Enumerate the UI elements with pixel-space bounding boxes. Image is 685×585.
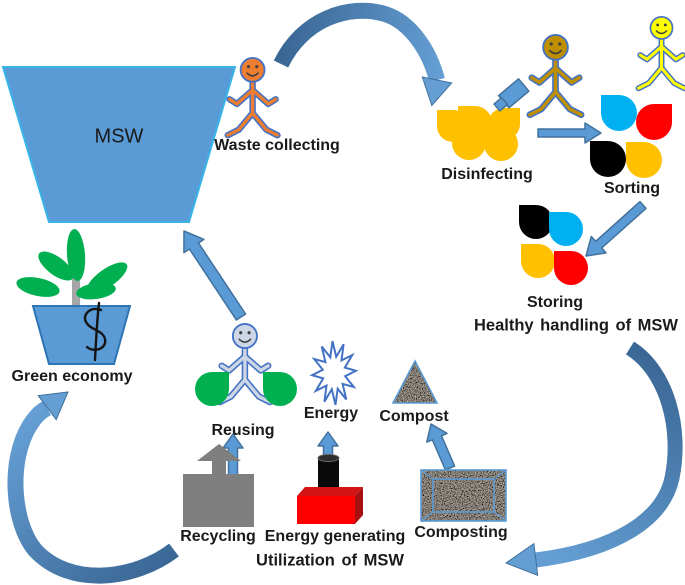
label-reusing: Reusing [211,422,275,439]
label-storing: Storing [527,294,583,311]
energy-star-icon [309,340,359,406]
label-sorting: Sorting [604,180,660,197]
label-energy-generating: Energy generating [264,528,406,545]
dollar-icon [83,301,107,362]
label-composting: Composting [414,524,508,541]
label-waste-collecting: Waste collecting [214,137,340,154]
arrow-reusing-to-msw [183,230,247,321]
plant-pot-icon [16,229,132,365]
arc-collecting-to-disinfecting [273,2,453,107]
arrow-disinfecting-to-sorting [537,122,602,144]
label-green-economy: Green economy [11,368,133,385]
label-energy: Energy [303,405,359,422]
arc-storing-to-utilization [504,341,683,577]
label-utilization: Utilization of MSW [256,551,404,570]
composting-box-icon [420,469,507,522]
stored-waste-icon [519,205,588,285]
compost-triangle-icon [391,359,439,404]
generator-icon [297,453,363,524]
label-msw: MSW [94,125,144,148]
arrow-sorting-to-storing [585,200,647,257]
label-healthy-handling: Healthy handling of MSW [474,316,678,335]
disinfector-figure [530,35,581,115]
arc-utilization-to-green-economy [7,391,179,584]
disinfecting-waste-icon [437,106,520,161]
label-compost: Compost [379,408,449,425]
label-recycling: Recycling [180,528,256,545]
arrow-composting-to-compost [426,423,456,471]
sorted-waste-icon [590,95,672,178]
sorter-figure [639,17,685,88]
spray-icon [493,78,530,112]
recycling-block-icon [183,444,254,527]
msw-bin-icon [1,66,237,223]
label-disinfecting: Disinfecting [441,166,533,183]
